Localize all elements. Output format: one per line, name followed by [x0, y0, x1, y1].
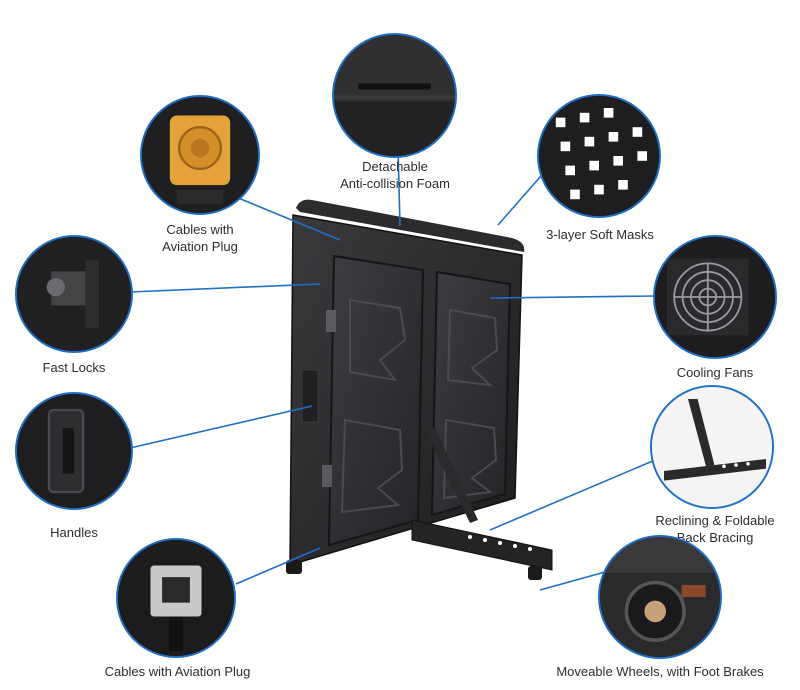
wheels-label: Moveable Wheels, with Foot Brakes [556, 664, 764, 679]
foam-detail-image [332, 33, 457, 158]
wheel-photo [600, 537, 720, 657]
aviation-plug-bottom-image [116, 538, 236, 658]
locks-label: Fast Locks [42, 360, 106, 375]
cooling-fans-image [653, 235, 777, 359]
handle-photo [17, 394, 131, 508]
bracing-photo [652, 387, 772, 507]
aviation-plug-top-image [140, 95, 260, 215]
fast-locks-image [15, 235, 133, 353]
back-bracing-rail [411, 519, 553, 571]
masks-label: 3-layer Soft Masks [546, 227, 654, 242]
cooling-fan-photo [655, 237, 775, 357]
soft-masks-image [537, 94, 661, 218]
foam-edge-photo [334, 35, 455, 156]
wheels-image [598, 535, 722, 659]
handles-image [15, 392, 133, 510]
aviation-plug-photo [142, 97, 258, 213]
network-plug-photo [118, 540, 234, 656]
fans-label: Cooling Fans [676, 365, 754, 380]
handles-label: Handles [50, 525, 98, 540]
fast-lock-photo [17, 237, 131, 351]
back-bracing-image [650, 385, 774, 509]
plug-bottom-label: Cables with Aviation Plug [104, 664, 251, 679]
soft-mask-grid-photo [539, 96, 659, 216]
